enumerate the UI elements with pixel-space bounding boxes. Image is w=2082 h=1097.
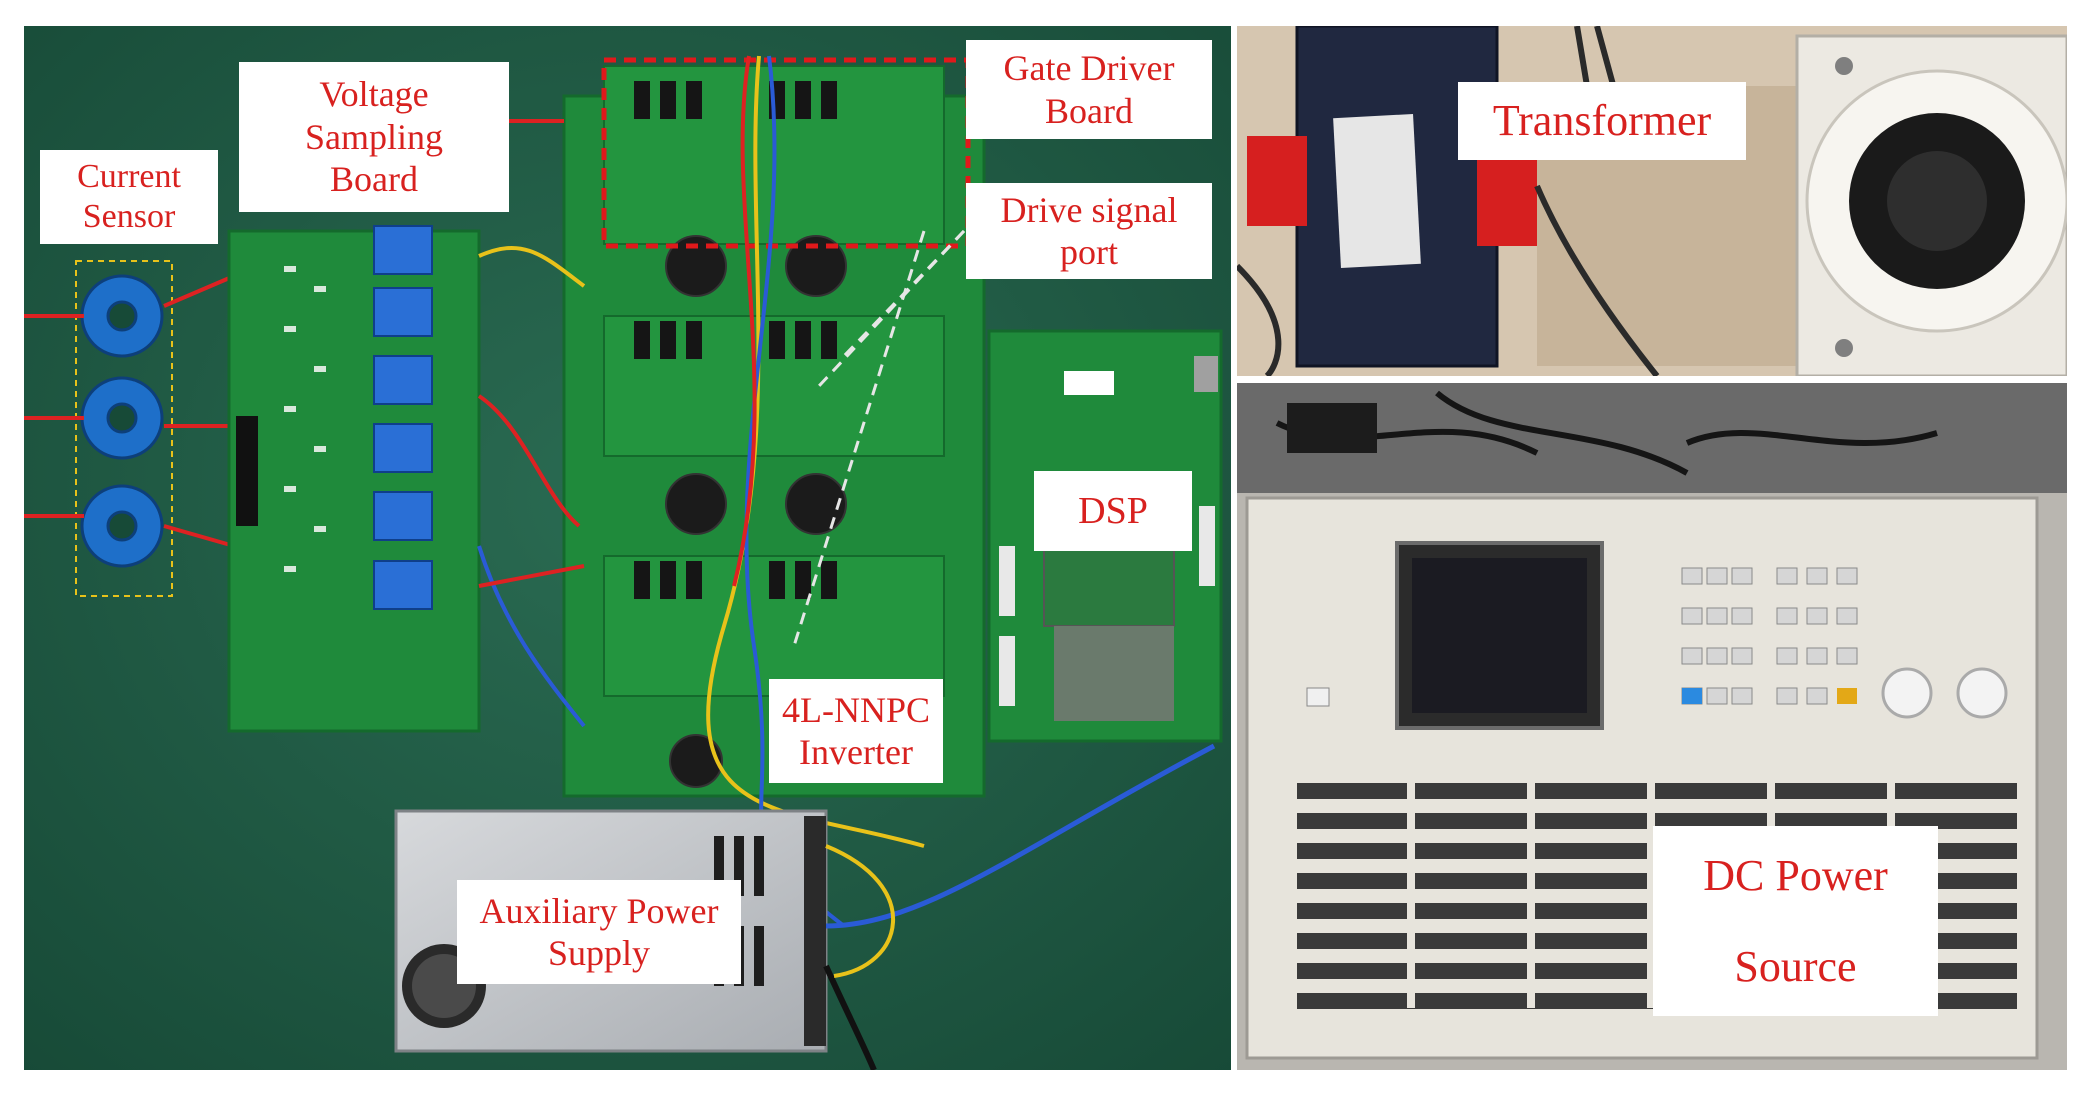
inverter-label: 4L-NNPC Inverter [769,679,943,783]
auxiliary-power-supply-label-line-1: Auxiliary Power [479,890,719,931]
current-sensor-label: Current Sensor [40,150,218,244]
dc-power-source-photo [1237,383,2067,1070]
dc-power-source-label-line-2: Source [1734,941,1857,991]
dsp-label: DSP [1034,471,1192,551]
dc-power-source-label: DC Power Source [1653,826,1938,1016]
transformer-photo-panel [1237,26,2067,376]
voltage-sampling-board-label-line-2: Sampling [304,116,443,157]
current-sensor-label-line-2: Sensor [82,198,176,235]
drive-signal-port-label-line-2: port [1060,232,1118,272]
current-sensor-group [24,260,244,597]
gate-driver-board-label: Gate Driver Board [966,40,1212,139]
inverter-board [562,55,986,928]
inverter-label-line-1: 4L-NNPC [781,689,930,730]
transformer-label: Transformer [1458,82,1746,160]
voltage-sampling-board-label-line-1: Voltage [319,74,429,115]
gate-driver-board-label-line-2: Board [1045,90,1133,131]
voltage-sampling-board [227,225,481,733]
drive-signal-port-label: Drive signal port [966,183,1212,279]
auxiliary-power-supply-label: Auxiliary Power Supply [457,880,741,984]
gate-driver-highlight-box [601,57,971,249]
auxiliary-power-supply-label-line-2: Supply [547,933,651,973]
gate-driver-board-label-line-1: Gate Driver [1003,48,1175,89]
voltage-sampling-board-label-line-3: Board [330,159,418,200]
inverter-label-line-2: Inverter [799,732,913,772]
transformer-photo [1237,26,2067,376]
dsp-label-line-1: DSP [1078,489,1148,532]
transformer-label-line-1: Transformer [1492,96,1712,146]
current-sensor-label-line-1: Current [77,157,181,195]
drive-signal-port-label-line-1: Drive signal [1000,189,1178,230]
voltage-sampling-board-label: Voltage Sampling Board [239,62,509,212]
dc-power-source-label-line-1: DC Power [1703,850,1888,900]
dc-power-source-photo-panel [1237,383,2067,1070]
